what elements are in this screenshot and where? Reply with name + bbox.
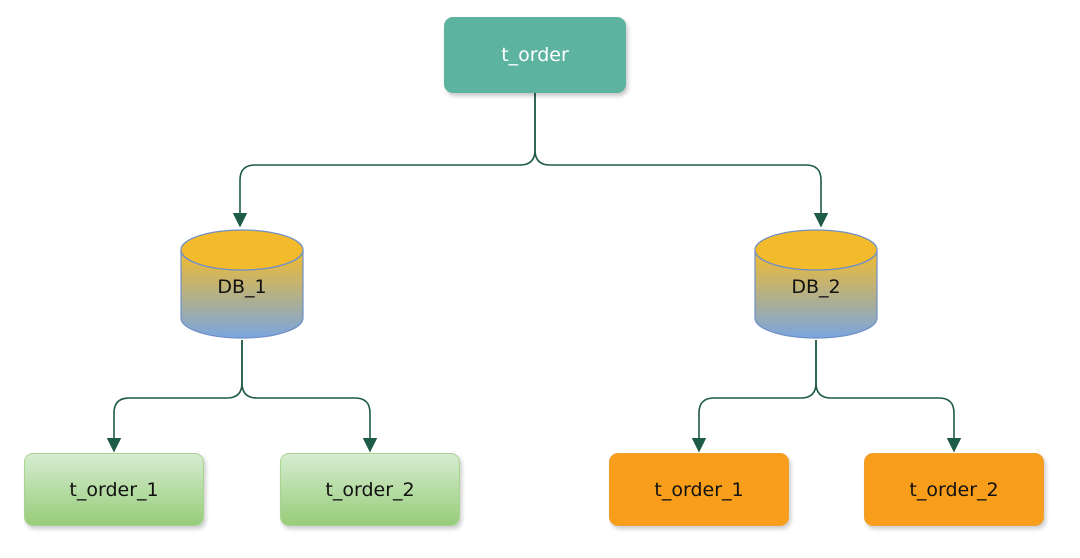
database-cylinder-icon bbox=[180, 229, 304, 339]
edge-db2-table1 bbox=[691, 340, 817, 453]
edge-db1-table1 bbox=[106, 340, 243, 453]
database-label: DB_1 bbox=[217, 276, 267, 298]
table-label: t_order_1 bbox=[69, 478, 159, 501]
database-label: DB_2 bbox=[791, 276, 841, 298]
database-db1: DB_1 bbox=[180, 228, 304, 340]
edge-root-db2 bbox=[534, 93, 829, 228]
table-label: t_order_2 bbox=[909, 478, 999, 501]
table-node-db1-t-order-2: t_order_2 bbox=[280, 453, 460, 526]
table-label: t_order_2 bbox=[325, 478, 415, 501]
root-table-label: t_order bbox=[501, 44, 569, 66]
database-cylinder-icon bbox=[754, 229, 878, 339]
edge-db2-table2 bbox=[815, 340, 962, 453]
database-db2: DB_2 bbox=[754, 228, 878, 340]
table-label: t_order_1 bbox=[654, 478, 744, 501]
edge-root-db1 bbox=[232, 93, 536, 228]
table-node-db2-t-order-1: t_order_1 bbox=[609, 453, 789, 526]
root-table-node: t_order bbox=[444, 17, 626, 93]
edge-db1-table2 bbox=[241, 340, 378, 453]
table-node-db1-t-order-1: t_order_1 bbox=[24, 453, 204, 526]
table-node-db2-t-order-2: t_order_2 bbox=[864, 453, 1044, 526]
